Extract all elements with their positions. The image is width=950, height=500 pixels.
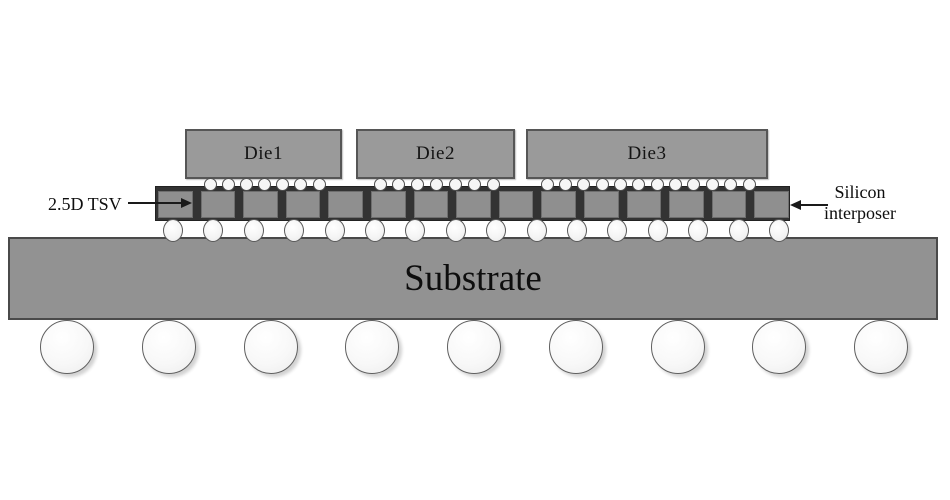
micro-bump <box>430 177 443 191</box>
c4-bump <box>163 218 183 242</box>
solder-ball <box>141 320 196 374</box>
solder-ball <box>752 320 807 374</box>
micro-bump <box>577 177 591 191</box>
tsv-cell <box>669 191 704 218</box>
tsv-cell <box>328 191 363 218</box>
substrate-label: Substrate <box>404 258 542 299</box>
tsv-cell <box>285 191 321 218</box>
micro-bump <box>558 177 572 191</box>
micro-bump <box>632 177 646 191</box>
solder-ball <box>854 320 908 374</box>
interposer-annotation-line2: interposer <box>824 203 896 223</box>
c4-bump <box>365 218 385 242</box>
interposer-annotation-arrow-line <box>800 204 828 206</box>
micro-bump <box>467 177 481 191</box>
micro-bump <box>221 177 235 191</box>
die3-block: Die3 <box>526 129 768 179</box>
solder-ball <box>345 320 400 374</box>
solder-ball <box>447 320 501 374</box>
micro-bump <box>705 177 719 191</box>
die1-block: Die1 <box>185 129 342 179</box>
die1-label: Die1 <box>244 143 283 164</box>
interposer-annotation-label: Silicon interposer <box>812 182 908 224</box>
c4-bump <box>728 218 749 242</box>
tsv-cell <box>371 191 406 218</box>
tsv-cell <box>584 191 619 218</box>
arrow-right-icon <box>181 198 192 208</box>
interposer-annotation-line1: Silicon <box>834 182 886 202</box>
micro-bump <box>294 177 308 191</box>
micro-bump <box>392 177 406 191</box>
solder-ball <box>650 320 705 374</box>
tsv-cell <box>498 191 534 218</box>
micro-bump <box>540 177 554 191</box>
c4-bump <box>405 218 426 242</box>
tsv-cell <box>200 191 236 218</box>
micro-bump <box>669 177 683 191</box>
micro-bump <box>239 177 253 191</box>
c4-bump <box>486 218 507 242</box>
micro-bump <box>613 177 627 191</box>
tsv-cell <box>413 191 449 218</box>
die3-label: Die3 <box>627 143 667 164</box>
c4-bump <box>607 218 628 242</box>
micro-bump <box>687 177 701 191</box>
micro-bump <box>448 177 462 191</box>
c4-bump <box>284 218 305 242</box>
micro-bump <box>486 177 500 191</box>
solder-ball <box>243 320 298 374</box>
micro-bump <box>724 177 738 191</box>
c4-bump <box>203 218 224 242</box>
tsv-cell <box>541 191 576 218</box>
die2-label: Die2 <box>416 143 455 164</box>
c4-bump <box>769 218 789 242</box>
c4-bump <box>647 218 668 242</box>
tsv-cell <box>456 191 491 218</box>
solder-ball <box>548 320 603 374</box>
arrow-left-icon <box>790 200 801 210</box>
c4-bump <box>445 218 466 242</box>
c4-bump <box>324 218 345 242</box>
micro-bump <box>373 177 387 191</box>
micro-bump <box>258 177 271 191</box>
tsv-cell <box>754 191 789 218</box>
micro-bump <box>411 177 425 191</box>
tsv-cell <box>243 191 278 218</box>
c4-bump <box>567 218 587 242</box>
micro-bump <box>312 177 326 191</box>
substrate-block: Substrate <box>8 237 938 320</box>
micro-bump <box>203 177 217 191</box>
solder-ball <box>40 320 94 374</box>
c4-bump <box>243 218 264 242</box>
die2-block: Die2 <box>356 129 515 179</box>
micro-bump <box>742 177 756 191</box>
tsv-annotation-label: 2.5D TSV <box>48 194 122 214</box>
tsv-annotation-arrow-line <box>128 202 183 204</box>
tsv-cell <box>626 191 662 218</box>
micro-bump <box>276 177 290 191</box>
micro-bump <box>650 177 664 191</box>
tsv-cell <box>711 191 747 218</box>
c4-bump <box>688 218 709 242</box>
c4-bump <box>526 218 547 242</box>
micro-bump <box>595 177 609 191</box>
